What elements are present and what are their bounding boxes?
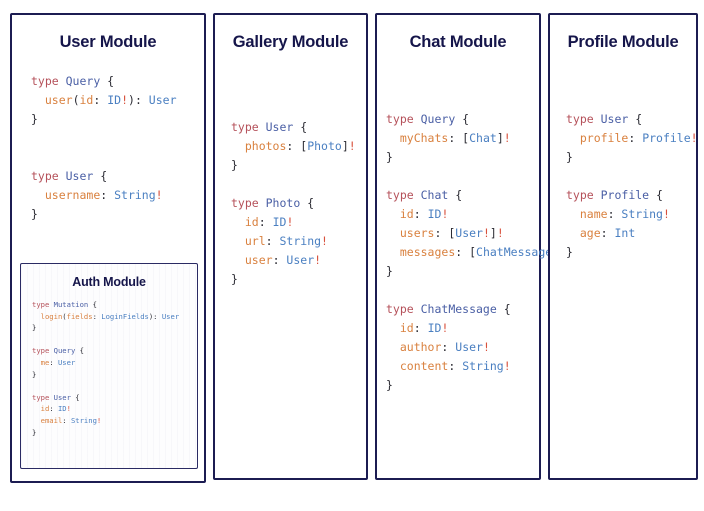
panel-title-gallery-module: Gallery Module [232,33,349,51]
panel-auth-module[interactable]: Auth Module type Mutation { login(fields… [20,263,198,469]
panel-title-chat-module: Chat Module [409,33,507,51]
panel-user-module[interactable]: User Module type Query { user(id: ID!): … [10,13,206,483]
panel-title-auth-module: Auth Module [72,275,146,289]
panel-title-user-module: User Module [59,33,157,51]
code-block-user-module: type Query { user(id: ID!): User } type … [31,74,177,221]
panel-title-profile-module: Profile Module [567,33,679,51]
code-block-auth-module: type Mutation { login(fields: LoginField… [32,300,180,437]
panel-gallery-module[interactable]: Gallery Module type User { photos: [Phot… [213,13,368,480]
code-block-chat-module: type Query { myChats: [Chat]! } type Cha… [386,112,566,392]
panel-chat-module[interactable]: Chat Module type Query { myChats: [Chat]… [375,13,566,480]
code-block-gallery-module: type User { photos: [Photo]! } type Phot… [231,120,356,286]
code-block-profile-module: type User { profile: Profile! } type Pro… [566,112,698,259]
panel-profile-module[interactable]: Profile Module type User { profile: Prof… [548,13,698,480]
